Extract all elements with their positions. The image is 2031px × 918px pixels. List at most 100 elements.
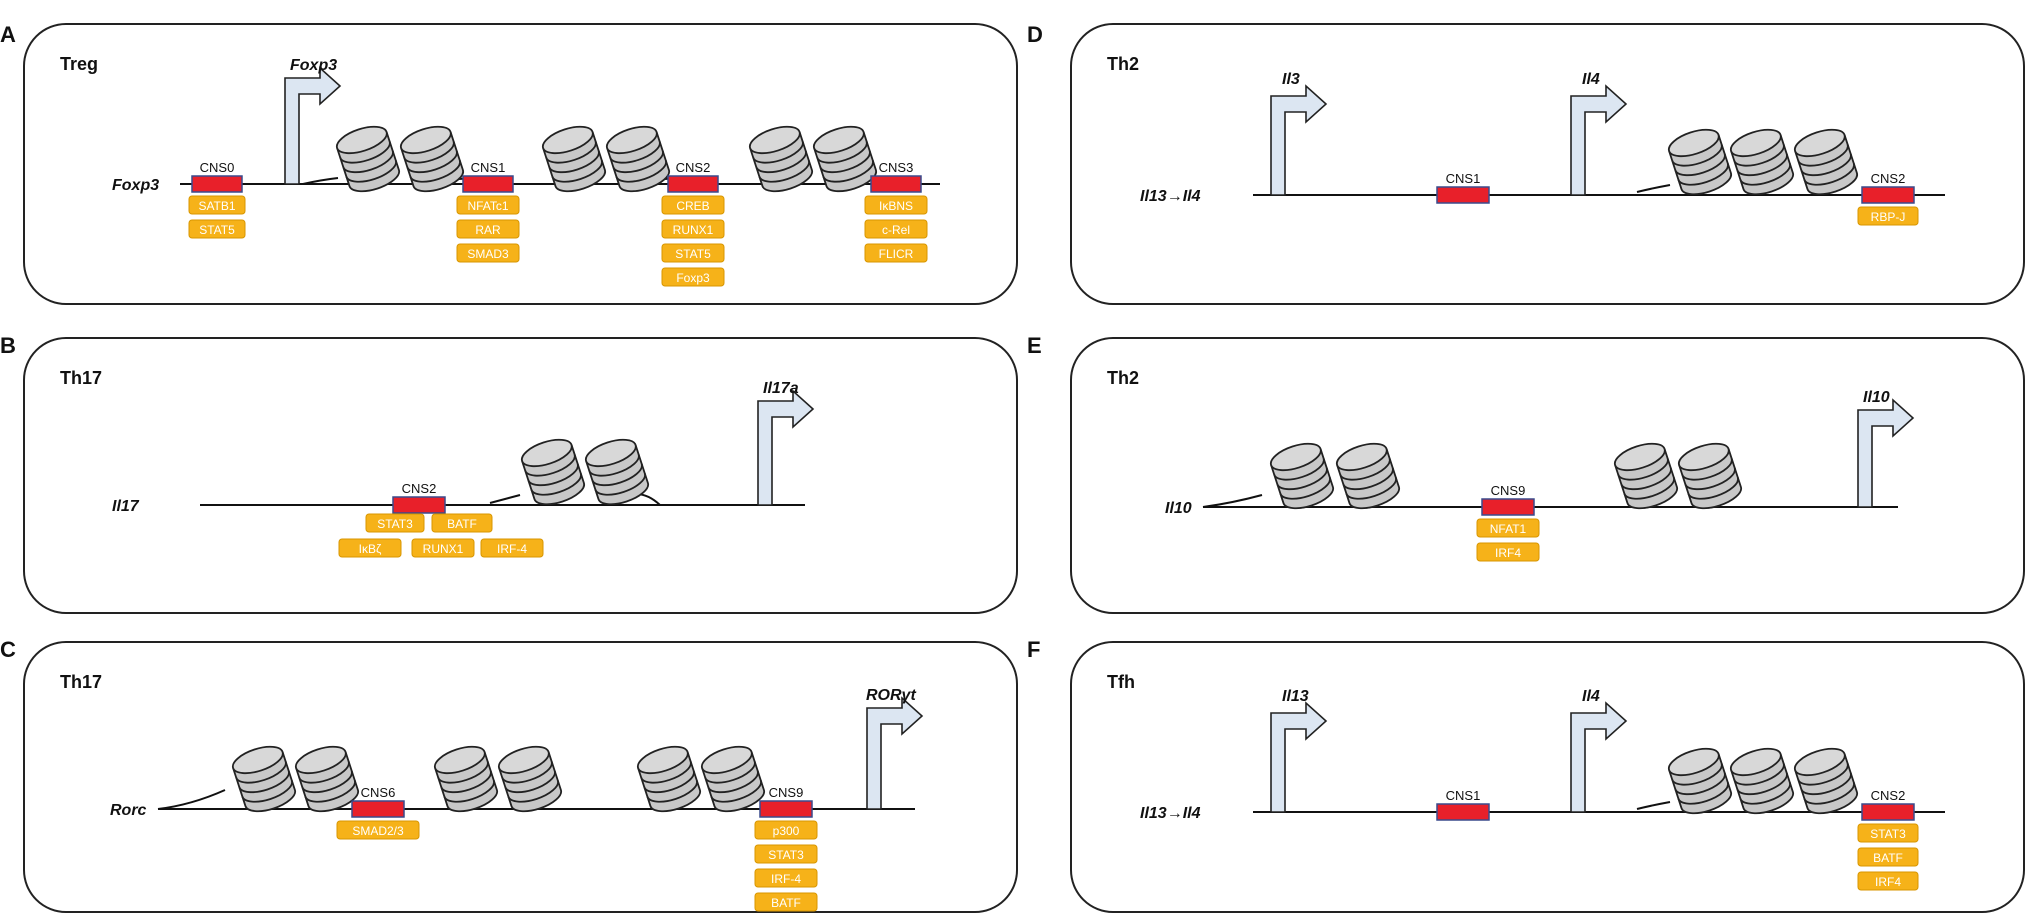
- transcription-factor-label: IRF4: [1495, 546, 1521, 560]
- cns-label: CNS2: [1871, 171, 1906, 186]
- transcription-factor-badge: IRF-4: [754, 868, 818, 888]
- transcription-factor-badge: IRF-4: [480, 538, 544, 558]
- promoter-label: Il3: [1282, 71, 1300, 88]
- transcription-factor-badge: IκBζ: [338, 538, 402, 558]
- transcription-factor-badge: SATB1: [188, 195, 246, 215]
- promoter-label: Il17a: [763, 380, 799, 397]
- nucleosome-icon: [1667, 747, 1733, 815]
- transcription-factor-badge: IκBNS: [864, 195, 928, 215]
- gene-locus-label: Il10: [1165, 500, 1192, 517]
- transcription-factor-label: RAR: [475, 223, 501, 237]
- transcription-factor-label: c-Rel: [882, 223, 910, 237]
- nucleosome-icon: [433, 745, 499, 813]
- transcription-factor-badge: BATF: [431, 513, 493, 533]
- nucleosome-icon: [541, 125, 607, 193]
- dna-loop: [302, 177, 339, 185]
- transcription-factor-badge: p300: [754, 820, 818, 840]
- transcription-factor-label: RBP-J: [1871, 210, 1906, 224]
- cns-block: [1861, 186, 1915, 204]
- transcription-factor-label: IRF-4: [497, 542, 527, 556]
- dna-loop: [1636, 801, 1671, 810]
- transcription-factor-label: BATF: [447, 517, 477, 531]
- cns-element: CNS1: [1436, 171, 1490, 204]
- gene-locus-label: Foxp3: [112, 177, 159, 194]
- promoter-arrow-icon: Il4: [1570, 71, 1628, 196]
- promoter-label: Foxp3: [290, 57, 337, 74]
- panel-letter: E: [1027, 333, 1042, 358]
- promoter-label: Il4: [1582, 71, 1600, 88]
- panel-letter: F: [1027, 637, 1040, 662]
- cns-label: CNS3: [879, 160, 914, 175]
- transcription-factor-label: STAT3: [1870, 827, 1906, 841]
- dna-loop: [1636, 184, 1671, 193]
- transcription-factor-badge: SMAD3: [456, 243, 520, 263]
- cell-type-label: Treg: [60, 54, 98, 74]
- transcription-factor-label: IRF-4: [771, 872, 801, 886]
- promoter-arrow-icon: RORγt: [866, 687, 924, 810]
- cns-block: [1436, 186, 1490, 204]
- nucleosome-icon: [231, 745, 297, 813]
- promoter-arrow-icon: Il17a: [757, 380, 815, 506]
- nucleosome-icon: [399, 125, 465, 193]
- transcription-factor-label: RUNX1: [423, 542, 464, 556]
- cns-label: CNS6: [361, 785, 396, 800]
- transcription-factor-badge: IRF4: [1476, 542, 1540, 562]
- transcription-factor-label: SMAD2/3: [352, 824, 404, 838]
- panel-frame: [1070, 23, 2025, 305]
- transcription-factor-label: NFATc1: [467, 199, 508, 213]
- transcription-factor-label: RUNX1: [673, 223, 714, 237]
- dna-loop: [1202, 494, 1263, 508]
- transcription-factor-badge: c-Rel: [864, 219, 928, 239]
- transcription-factor-badge: NFAT1: [1476, 518, 1540, 538]
- panel-frame: [23, 23, 1018, 305]
- cns-block: [667, 175, 719, 193]
- nucleosome-icon: [1269, 442, 1335, 510]
- nucleosome-icon: [1729, 747, 1795, 815]
- transcription-factor-badge: NFATc1: [456, 195, 520, 215]
- promoter-label: Il13: [1282, 688, 1309, 705]
- transcription-factor-label: p300: [773, 824, 800, 838]
- cns-label: CNS1: [1446, 788, 1481, 803]
- panel-frame: [23, 337, 1018, 614]
- transcription-factor-label: CREB: [676, 199, 709, 213]
- transcription-factor-label: BATF: [1873, 851, 1903, 865]
- nucleosome-icon: [584, 438, 650, 506]
- nucleosome-icon: [1613, 442, 1679, 510]
- cell-type-label: Th17: [60, 672, 102, 692]
- gene-locus-label: Rorc: [110, 802, 147, 819]
- transcription-factor-badge: RUNX1: [411, 538, 475, 558]
- panel-a: ATregFoxp3Foxp3CNS0SATB1STAT5CNS1NFATc1R…: [0, 22, 1018, 305]
- cell-type-label: Th2: [1107, 368, 1139, 388]
- cns-label: CNS2: [1871, 788, 1906, 803]
- nucleosome-icon: [1793, 128, 1859, 196]
- panel-c: CTh17RorcRORγtCNS6SMAD2/3CNS9p300STAT3IR…: [0, 637, 1018, 913]
- cns-block: [1481, 498, 1535, 516]
- cns-block: [870, 175, 922, 193]
- nucleosome-icon: [1729, 128, 1795, 196]
- nucleosome-icon: [748, 125, 814, 193]
- transcription-factor-label: STAT5: [199, 223, 235, 237]
- transcription-factor-badge: RAR: [456, 219, 520, 239]
- transcription-factor-badge: CREB: [661, 195, 725, 215]
- transcription-factor-label: IκBζ: [359, 542, 382, 556]
- cns-label: CNS1: [471, 160, 506, 175]
- transcription-factor-badge: BATF: [1857, 847, 1919, 867]
- promoter-label: Il4: [1582, 688, 1600, 705]
- cns-label: CNS0: [200, 160, 235, 175]
- transcription-factor-badge: RUNX1: [661, 219, 725, 239]
- cell-type-label: Tfh: [1107, 672, 1135, 692]
- nucleosome-icon: [335, 125, 401, 193]
- cns-label: CNS2: [676, 160, 711, 175]
- cns-block: [462, 175, 514, 193]
- transcription-factor-label: SMAD3: [467, 247, 509, 261]
